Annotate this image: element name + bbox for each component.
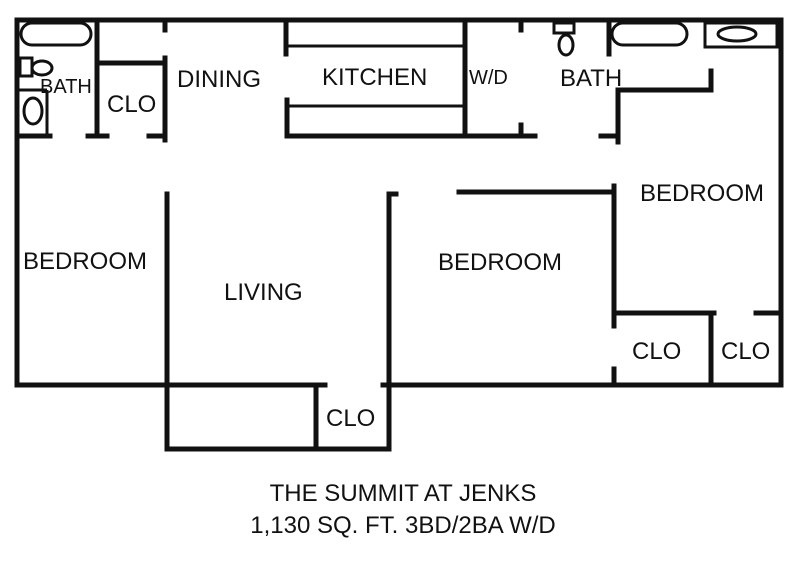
room-label-kitchen: KITCHEN [322, 64, 428, 91]
toilet-bowl-icon [30, 59, 54, 77]
bathtub-icon [19, 21, 93, 47]
toilet-tank-icon [18, 56, 34, 78]
toilet-bowl-icon [557, 33, 575, 57]
sink-icon [716, 25, 758, 43]
room-label-closet-right-1: CLO [632, 338, 682, 365]
toilet-tank-icon [552, 21, 576, 35]
fixtures-left-bath [18, 21, 93, 136]
sink-icon [22, 96, 44, 126]
interior-walls-bedrooms [386, 183, 784, 388]
room-label-living: LIVING [224, 279, 303, 306]
interior-walls-kitchen [283, 17, 538, 139]
caption-details: 1,130 SQ. FT. 3BD/2BA W/D [250, 512, 556, 539]
room-label-closet-right-2: CLO [721, 338, 771, 365]
room-label-washer-dryer: W/D [469, 67, 508, 89]
room-label-bath-right: BATH [560, 65, 623, 92]
room-label-bedroom-right: BEDROOM [640, 180, 765, 207]
fixtures-right-bath [552, 21, 779, 57]
room-label-bath-left: BATH [40, 76, 92, 98]
room-label-bedroom-middle: BEDROOM [438, 249, 563, 276]
interior-walls-right-bath [598, 17, 714, 145]
caption-title: THE SUMMIT AT JENKS [269, 480, 537, 507]
bathtub-icon [610, 21, 689, 47]
room-label-closet-bottom: CLO [326, 405, 376, 432]
room-label-closet-top-left: CLO [107, 91, 157, 118]
room-label-bedroom-left: BEDROOM [23, 248, 148, 275]
interior-walls-top-left [14, 17, 170, 388]
exterior-walls [14, 17, 784, 452]
room-label-dining: DINING [177, 66, 261, 93]
vanity-icon [703, 21, 779, 49]
